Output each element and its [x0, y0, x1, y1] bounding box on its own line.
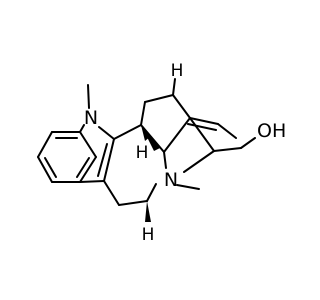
bond — [240, 137, 256, 149]
bond — [79, 131, 97, 158]
label-layer: N N OH H H H — [84, 61, 286, 245]
atom-label-h-center: H — [136, 143, 149, 163]
bond — [79, 156, 97, 183]
structure-diagram: N N OH H H H — [37, 61, 286, 245]
wedge-bond — [141, 125, 160, 151]
bond — [113, 124, 142, 140]
wedge-bond — [145, 201, 151, 222]
bond — [213, 147, 242, 152]
wedge-layer — [141, 125, 160, 222]
bond-layer — [37, 78, 256, 206]
bond — [37, 131, 53, 158]
bond — [176, 184, 200, 190]
atom-label-n-indole: N — [84, 107, 98, 129]
bond — [103, 180, 120, 206]
bond — [79, 124, 85, 133]
bond — [163, 151, 167, 169]
bond — [189, 117, 219, 125]
atom-label-hydroxyl: OH — [257, 120, 286, 142]
double-bond-inner — [187, 123, 217, 131]
bond — [98, 126, 115, 140]
bond — [140, 101, 146, 126]
bond — [37, 156, 53, 183]
bond — [172, 94, 191, 119]
bond — [87, 84, 90, 109]
bond — [183, 150, 215, 173]
bond — [103, 138, 115, 182]
bond — [144, 94, 174, 103]
double-bond-inner — [44, 157, 57, 178]
bond — [118, 200, 148, 206]
bond — [217, 123, 237, 139]
atom-label-n-amine: N — [164, 169, 178, 191]
bond — [79, 180, 105, 183]
double-bond-inner — [76, 157, 90, 178]
atom-label-h-top: H — [171, 61, 184, 81]
bond — [172, 78, 176, 96]
double-bond-inner — [97, 143, 108, 177]
atom-label-h-bottom: H — [142, 225, 155, 245]
bond — [163, 117, 191, 153]
bond — [189, 117, 215, 152]
bond — [146, 183, 157, 202]
